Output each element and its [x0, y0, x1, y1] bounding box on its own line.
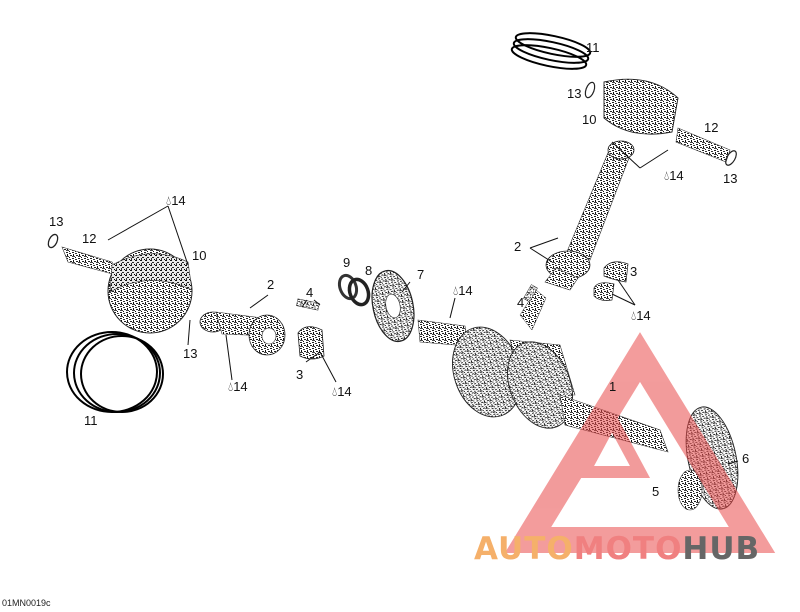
- callout-11-left: 11: [84, 413, 98, 428]
- oil-drop-icon: 💧︎: [664, 168, 670, 183]
- right-piston-group: [510, 32, 737, 306]
- diagram-code: 01MN0019c: [2, 598, 51, 608]
- gear-group: [337, 269, 415, 343]
- callout-9: 9: [343, 255, 351, 270]
- callout-13-left-top: 13: [49, 214, 64, 229]
- callout-1: 1: [609, 379, 617, 394]
- callout-2-right: 2: [514, 239, 522, 254]
- piston-pin-clip-left: [47, 233, 59, 249]
- callout-2-left: 2: [267, 277, 275, 292]
- callout-12-left: 12: [82, 231, 97, 246]
- oil-callout-14-left-rod: 💧︎14: [228, 379, 248, 394]
- oil-callout-14-left-piston: 💧︎14: [166, 193, 186, 208]
- callout-10-left: 10: [192, 248, 207, 263]
- watermark-auto: AUTO: [474, 531, 574, 567]
- callout-6: 6: [742, 451, 750, 466]
- watermark-hub: HUB: [682, 531, 761, 567]
- callout-8: 8: [365, 263, 373, 278]
- callout-3-left: 3: [296, 367, 304, 382]
- left-connecting-rod-group: [199, 294, 337, 383]
- watermark-moto: MOTO: [573, 531, 683, 567]
- callout-13-right-bottom: 13: [723, 171, 738, 186]
- callout-4-left: 4: [306, 285, 314, 300]
- callout-12-right: 12: [704, 120, 719, 135]
- watermark-logo: [504, 332, 776, 553]
- oil-drop-icon: 💧︎: [166, 193, 172, 208]
- callout-10-right: 10: [582, 112, 597, 127]
- callout-3-right: 3: [630, 264, 638, 279]
- callout-7: 7: [417, 267, 425, 282]
- oil-callout-14-right-bearing: 💧︎14: [631, 308, 651, 323]
- piston-rings-right: [510, 32, 592, 70]
- piston-rings-left: [66, 331, 164, 413]
- callout-5: 5: [652, 484, 660, 499]
- callout-13-right-top: 13: [567, 86, 582, 101]
- oil-drop-icon: 💧︎: [631, 308, 637, 323]
- oil-drop-icon: 💧︎: [332, 384, 338, 399]
- oil-callout-14-left-bearing: 💧︎14: [332, 384, 352, 399]
- oil-callout-14-right-piston: 💧︎14: [664, 168, 684, 183]
- callout-4-right: 4: [517, 295, 525, 310]
- watermark-text: AUTOMOTOHUB: [474, 531, 760, 567]
- oil-callout-14-crankshaft: 💧︎14: [453, 283, 473, 298]
- callout-13-left-bottom: 13: [183, 346, 198, 361]
- left-piston-group: [47, 205, 193, 413]
- callout-11-right: 11: [586, 40, 600, 55]
- oil-drop-icon: 💧︎: [228, 379, 234, 394]
- oil-drop-icon: 💧︎: [453, 283, 459, 298]
- crankshaft-group: [417, 289, 739, 511]
